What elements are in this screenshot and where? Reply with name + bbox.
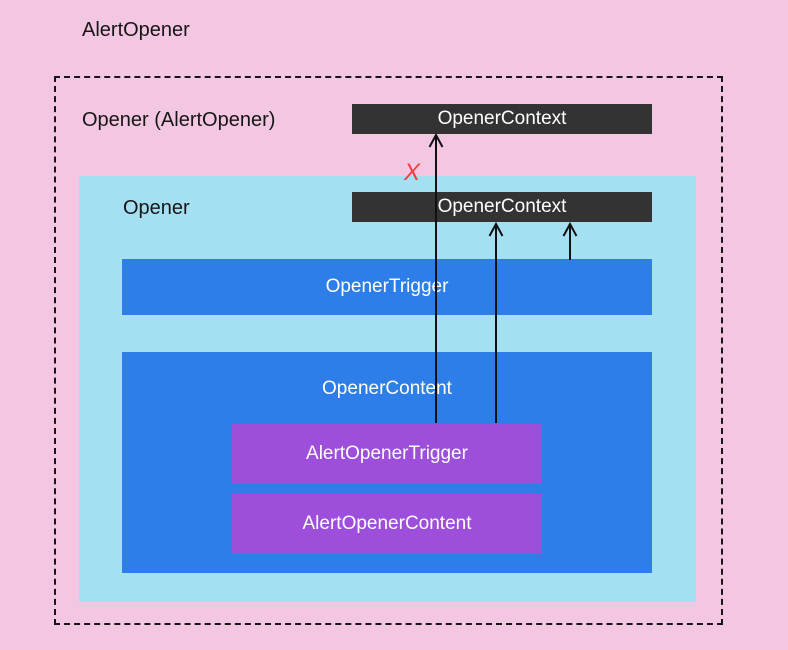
opener-content-label: OpenerContent xyxy=(322,378,452,399)
alert-opener-root-label: AlertOpener xyxy=(82,19,190,41)
opener-context-box: OpenerContext xyxy=(352,192,652,222)
alert-opener-content-box: AlertOpenerContent xyxy=(232,494,542,554)
blocked-x-marker: X xyxy=(404,159,421,186)
opener-instance-context-box: OpenerContext xyxy=(352,104,652,134)
opener-instance-label: Opener (AlertOpener) xyxy=(82,109,276,131)
opener-boundary: Opener OpenerContext OpenerTrigger Opene… xyxy=(79,176,696,602)
opener-instance-boundary: Opener (AlertOpener) OpenerContext Opene… xyxy=(54,76,723,625)
opener-label: Opener xyxy=(123,197,190,219)
opener-content-box: OpenerContent AlertOpenerTrigger AlertOp… xyxy=(122,352,652,573)
alert-opener-trigger-box: AlertOpenerTrigger xyxy=(232,424,542,484)
opener-trigger-box: OpenerTrigger xyxy=(122,259,652,315)
